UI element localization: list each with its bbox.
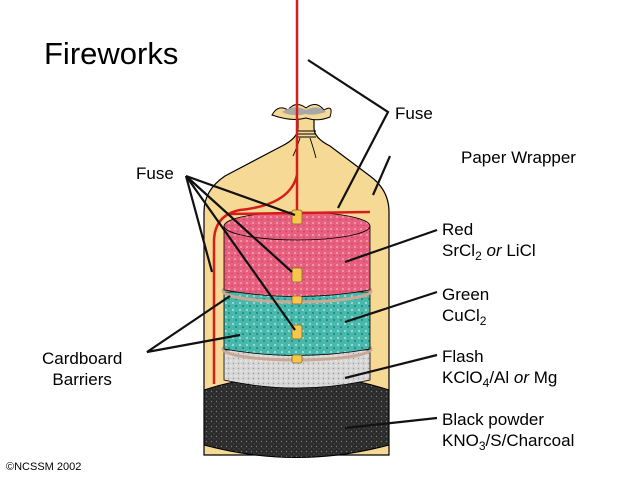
label-black-powder: Black powder KNO3/S/Charcoal (442, 409, 575, 453)
label-flash-name: Flash (442, 347, 484, 366)
leader-lines (146, 59, 438, 430)
formula-part: SrCl (442, 241, 476, 260)
diagram-title: Fireworks (44, 36, 179, 71)
label-fuse-left: Fuse (136, 164, 174, 183)
internal-fuse-tubes (291, 209, 303, 364)
formula-part: KNO (442, 431, 479, 450)
label-green-formula: CuCl2 (442, 305, 489, 328)
formula-subscript: 2 (479, 314, 487, 328)
formula-subscript: 4 (482, 376, 490, 390)
label-red-name: Red (442, 220, 474, 239)
label-black-formula: KNO3/S/Charcoal (442, 430, 575, 453)
label-black-name: Black powder (442, 410, 545, 429)
label-red-formula: SrCl2 or LiCl (442, 240, 536, 263)
label-cardboard-line1: Cardboard (42, 349, 123, 368)
green-layer (223, 291, 371, 356)
formula-subscript: 3 (478, 439, 486, 453)
label-flash-formula: KClO4/Al or Mg (442, 367, 558, 390)
label-flash: Flash KClO4/Al or Mg (442, 346, 558, 390)
formula-or: or (486, 241, 502, 260)
copyright: ©NCSSM 2002 (6, 461, 82, 473)
formula-part: /Al (489, 368, 510, 387)
label-red: Red SrCl2 or LiCl (442, 219, 536, 263)
label-paper-wrapper: Paper Wrapper (461, 148, 576, 167)
label-green-name: Green (442, 285, 490, 304)
formula-part: KClO (442, 368, 483, 387)
label-cardboard-line2: Barriers (52, 370, 112, 389)
formula-part: Mg (533, 368, 558, 387)
formula-part: LiCl (506, 241, 536, 260)
label-fuse-top: Fuse (395, 104, 433, 123)
formula-part: /S/Charcoal (485, 431, 575, 450)
formula-subscript: 2 (475, 249, 482, 263)
formula-or: or (513, 368, 530, 387)
label-green: Green CuCl2 (442, 284, 490, 328)
formula-part: CuCl (442, 306, 480, 325)
label-cardboard-barriers: Cardboard Barriers (42, 348, 122, 390)
wrapper-opening (282, 107, 326, 116)
